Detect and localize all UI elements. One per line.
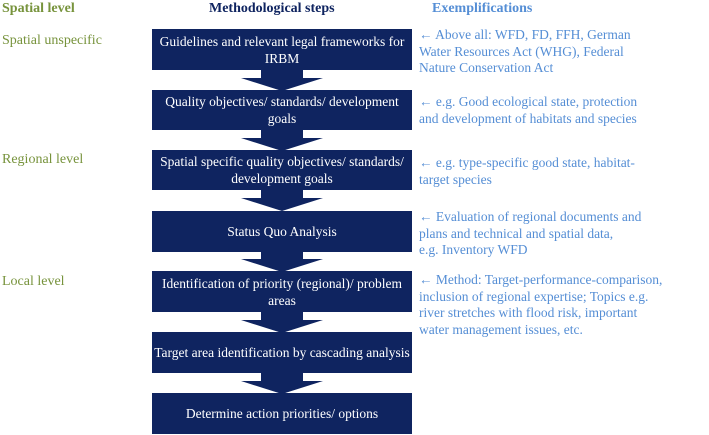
down-arrow-icon bbox=[241, 372, 323, 394]
step-box: Guidelines and relevant legal frameworks… bbox=[152, 29, 412, 70]
step-box: Status Quo Analysis bbox=[152, 211, 412, 252]
example-text: ← e.g. Good ecological state, protection… bbox=[419, 94, 638, 126]
step-box: Quality objectives/ standards/ developme… bbox=[152, 90, 412, 130]
example-text: ← Above all: WFD, FD, FFH, German Water … bbox=[419, 27, 631, 75]
step-box: Identification of priority (regional)/ p… bbox=[152, 271, 412, 312]
down-arrow-icon bbox=[241, 129, 323, 151]
down-arrow-icon bbox=[241, 311, 323, 333]
down-arrow-icon bbox=[241, 250, 323, 272]
example-text: ← Method: Target-performance-comparison,… bbox=[419, 272, 663, 337]
steps-header: Methodological steps bbox=[209, 1, 335, 16]
step-box: Determine action priorities/ options bbox=[152, 393, 412, 434]
examples-header: Exemplifications bbox=[432, 1, 533, 16]
example-text: ← Evaluation of regional documents and p… bbox=[419, 209, 642, 257]
example-text: ← e.g. type-specific good state, habitat… bbox=[419, 155, 635, 187]
down-arrow-icon bbox=[241, 189, 323, 211]
step-box: Spatial specific quality objectives/ sta… bbox=[152, 150, 412, 190]
step-box: Target area identification by cascading … bbox=[152, 332, 412, 373]
down-arrow-icon bbox=[241, 69, 323, 91]
level-spatial-unspecific: Spatial unspecific bbox=[2, 33, 102, 48]
level-local: Local level bbox=[2, 274, 65, 289]
level-regional: Regional level bbox=[2, 152, 84, 167]
spatial-level-header: Spatial level bbox=[2, 1, 75, 16]
